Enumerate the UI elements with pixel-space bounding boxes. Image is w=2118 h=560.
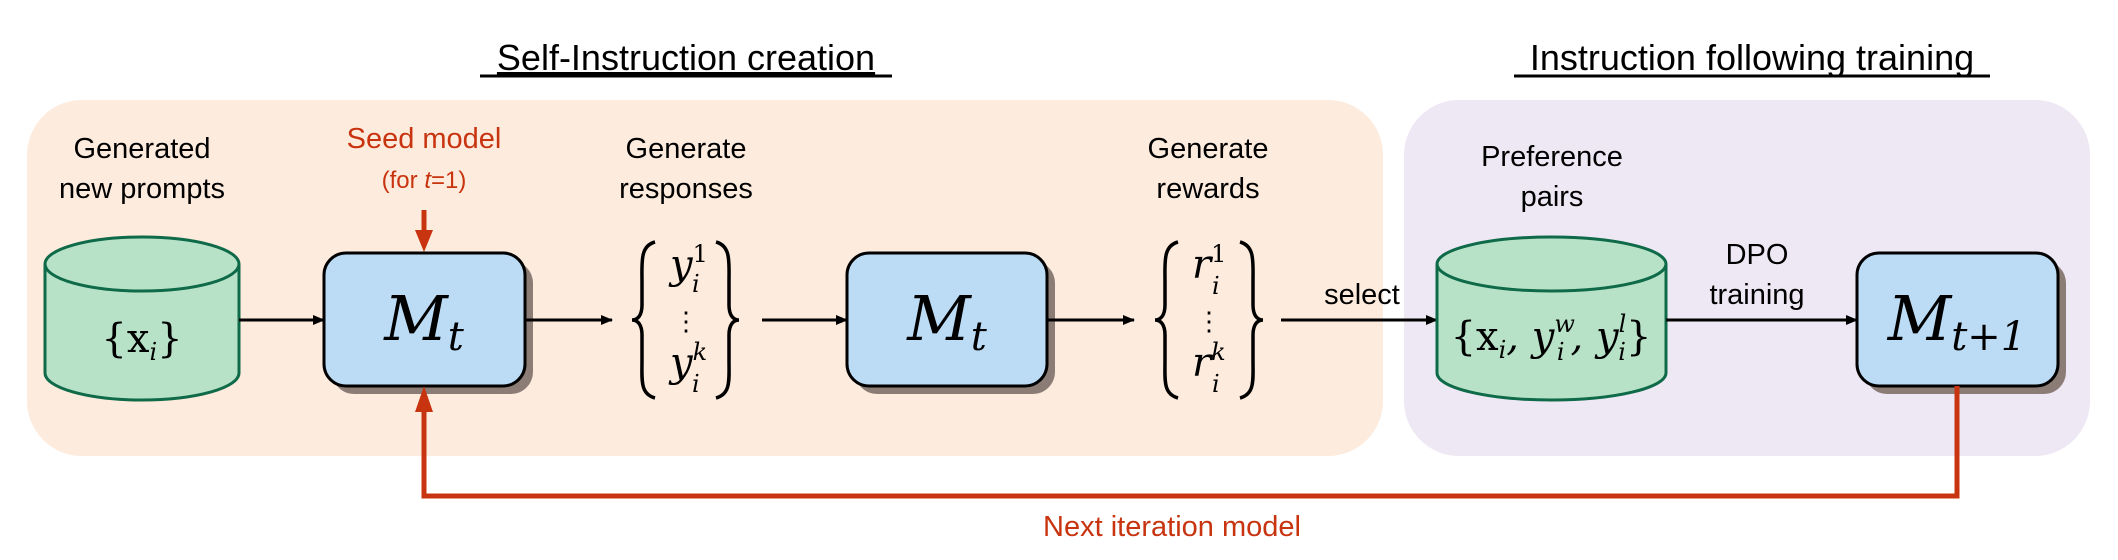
model-box-next xyxy=(1855,251,2066,394)
seed-arrow xyxy=(415,210,433,252)
responses-right-brace xyxy=(715,240,740,400)
prompts-database-icon xyxy=(43,235,241,402)
responses-left-brace xyxy=(631,240,656,400)
model-box-judge xyxy=(845,251,1055,394)
dpo-label: DPO xyxy=(1726,239,1789,271)
seed-model-label: Seed model xyxy=(347,123,502,155)
prompts-label: Generated xyxy=(73,133,210,165)
response-first-sub: i xyxy=(692,270,700,298)
reward-first: r1 xyxy=(1192,240,1226,288)
rewards-right-brace xyxy=(1239,240,1264,400)
response-first: y1 xyxy=(668,240,708,288)
prompts-set: {xi} xyxy=(101,316,182,366)
response-last-sub: i xyxy=(692,370,700,398)
preference-pairs-label: Preference xyxy=(1481,141,1623,173)
model-symbol: Mt+1 xyxy=(1887,282,2027,360)
response-last: yk xyxy=(668,338,707,386)
dpo-label: training xyxy=(1709,279,1804,311)
select-label: select xyxy=(1324,279,1400,311)
section-title-training: Instruction following training xyxy=(1530,37,1974,78)
rewards-label: rewards xyxy=(1156,173,1259,205)
model-symbol: Mt xyxy=(906,282,987,360)
feedback-arrow xyxy=(415,386,1960,499)
responses-label: Generate xyxy=(626,133,747,165)
rewards-label: Generate xyxy=(1148,133,1269,165)
prompts-label: new prompts xyxy=(59,173,225,205)
rewards-ellipsis: ⋮ xyxy=(1196,307,1222,337)
feedback-label: Next iteration model xyxy=(1043,511,1301,543)
rewards-left-brace xyxy=(1154,240,1179,400)
section-title-self-instruction: Self-Instruction creation xyxy=(497,37,875,78)
reward-first-sub: i xyxy=(1212,272,1220,300)
reward-last: rk xyxy=(1192,338,1226,386)
responses-ellipsis: ⋮ xyxy=(673,307,699,337)
model-box-current xyxy=(322,251,533,394)
preference-pairs-label: pairs xyxy=(1521,181,1584,213)
reward-last-sub: i xyxy=(1212,370,1220,398)
preference-pairs-database-icon xyxy=(1435,235,1668,402)
seed-model-condition: (for t=1) xyxy=(382,167,467,194)
responses-label: responses xyxy=(619,173,753,205)
model-symbol: Mt xyxy=(383,282,464,360)
